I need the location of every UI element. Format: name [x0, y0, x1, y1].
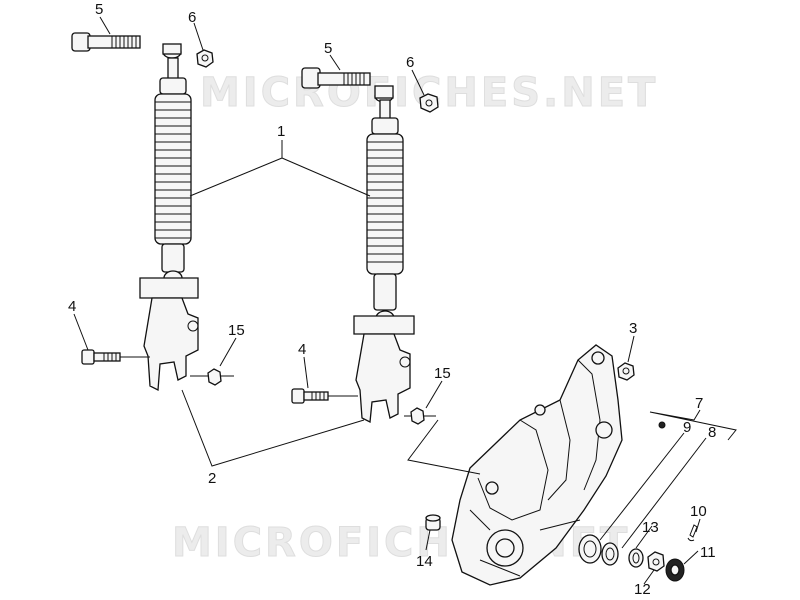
axle-seal — [601, 542, 619, 566]
left-shock-absorber — [71, 32, 214, 392]
right-lower-nut — [404, 407, 436, 425]
leader-lines — [73, 16, 737, 585]
callout-2: 2 — [208, 470, 216, 487]
cap-plug — [425, 514, 441, 531]
callout-5-left: 5 — [95, 1, 103, 18]
left-bolt — [71, 32, 141, 52]
upper-engine-nut — [617, 362, 635, 381]
callout-4-left: 4 — [68, 298, 76, 315]
callout-11: 11 — [700, 544, 716, 561]
callout-8: 8 — [708, 424, 716, 441]
callout-7: 7 — [695, 395, 703, 412]
axle-washer — [647, 551, 665, 572]
right-shock-absorber — [301, 67, 439, 424]
left-spring — [155, 101, 191, 239]
callout-3: 3 — [629, 320, 637, 337]
axle-spacer — [628, 548, 644, 568]
watermark-top: MICROFICHES.NET — [200, 70, 658, 116]
callout-6-left: 6 — [188, 9, 196, 26]
callout-14: 14 — [416, 553, 433, 570]
callout-13: 13 — [642, 519, 659, 536]
left-spacer-and-nut — [162, 43, 214, 68]
right-spacer-and-nut — [374, 85, 439, 113]
callout-12: 12 — [634, 581, 651, 598]
right-spring — [367, 141, 403, 263]
axle-bearing — [578, 534, 602, 564]
grease-point — [658, 421, 666, 429]
right-lower-bolt — [291, 388, 358, 404]
right-bolt — [301, 67, 371, 89]
callout-6-right: 6 — [406, 54, 414, 71]
axle-castle-nut — [665, 558, 685, 582]
callout-10: 10 — [690, 503, 707, 520]
left-lower-nut — [190, 368, 234, 386]
cotter-pin — [687, 524, 698, 542]
callout-4-right: 4 — [298, 341, 306, 358]
swing-arm-bracket — [451, 344, 623, 586]
callout-1: 1 — [277, 123, 285, 140]
callout-9: 9 — [683, 419, 691, 436]
callout-15-left: 15 — [228, 322, 245, 339]
callout-15-right: 15 — [434, 365, 451, 382]
callout-5-right: 5 — [324, 40, 332, 57]
left-lower-bolt — [81, 349, 150, 365]
